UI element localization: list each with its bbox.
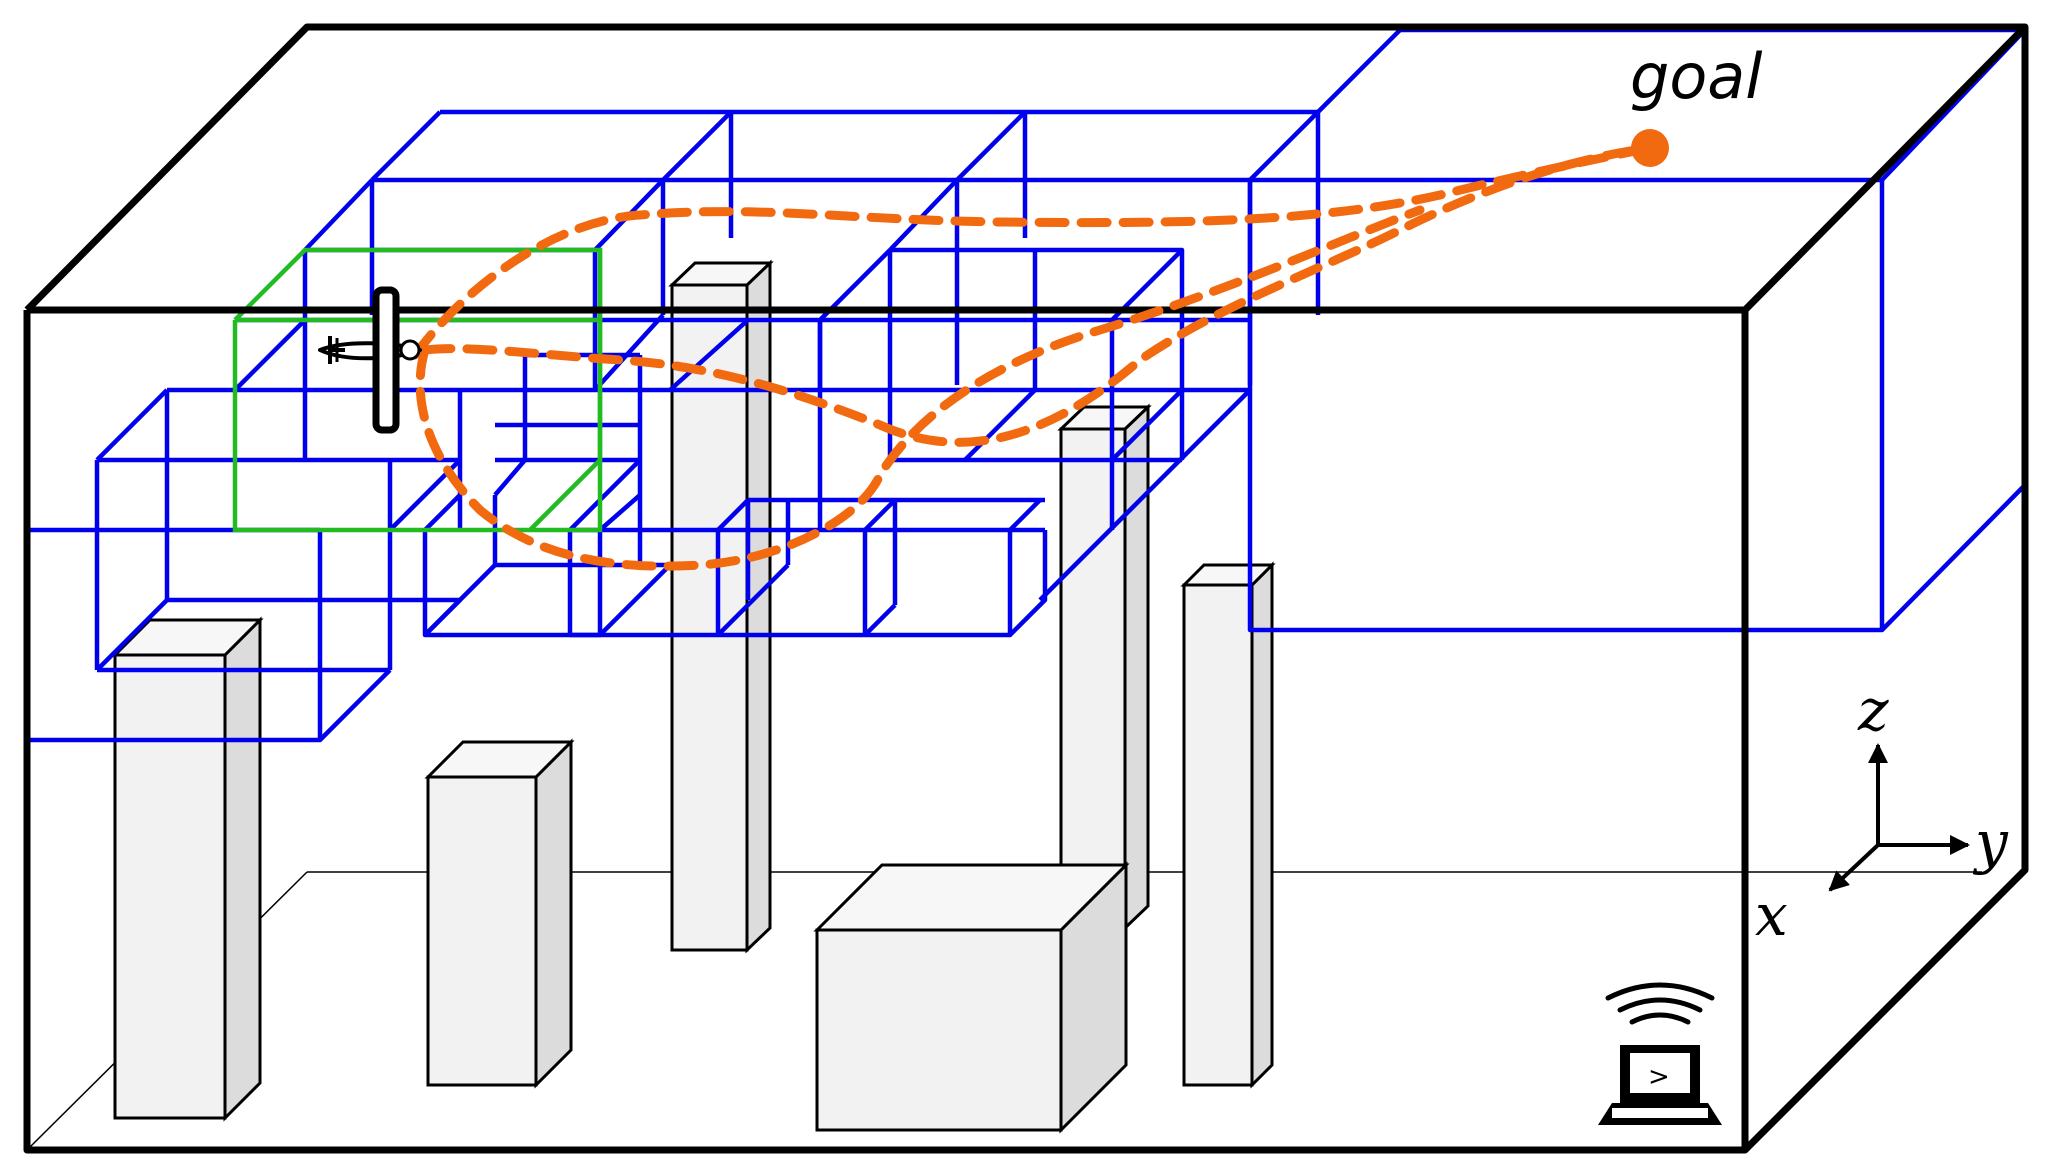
wifi-icon (1605, 982, 1715, 1025)
terminal-prompt: > (1648, 1062, 1670, 1092)
obstacle (813, 861, 1130, 1134)
goal-label: goal (1630, 40, 1763, 113)
axis-x-label: x (1755, 881, 1788, 949)
axis-z-label: z (1857, 676, 1889, 744)
grid-cells (24, 27, 2028, 743)
obstacle (1057, 403, 1152, 932)
active-cell (232, 247, 603, 533)
axis-y-label: y (1972, 808, 2009, 876)
path-detour (415, 205, 1425, 571)
obstacle (1180, 561, 1276, 1089)
coordinate-axes-icon (1828, 743, 1970, 892)
goal-marker (1631, 129, 1669, 167)
path-upper (410, 143, 1655, 360)
planned-paths (410, 143, 1655, 571)
path-lower (420, 143, 1655, 447)
aircraft-icon (318, 286, 422, 434)
obstacles (111, 259, 1276, 1134)
obstacle (111, 616, 264, 1122)
environment-box (23, 23, 2029, 1154)
laptop-wifi-icon: > (1598, 982, 1722, 1125)
obstacle (668, 259, 774, 954)
obstacle (424, 738, 575, 1089)
